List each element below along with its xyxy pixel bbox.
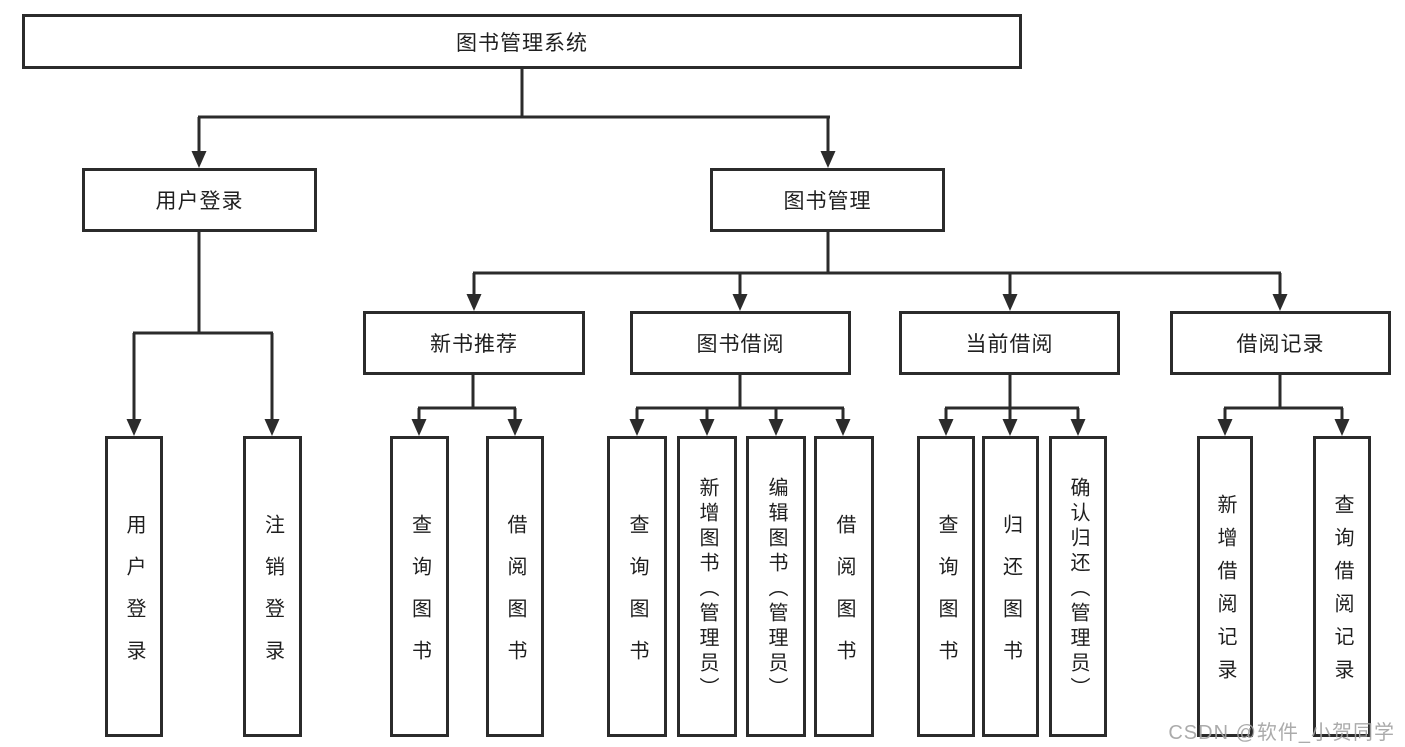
leaf-user-login: 用户登录 xyxy=(105,436,163,737)
node-new-book-recommend: 新书推荐 xyxy=(363,311,585,375)
leaf-current-return-book-label: 归还图书 xyxy=(999,513,1022,682)
leaf-current-query-book: 查询图书 xyxy=(917,436,975,737)
leaf-records-query-record-label: 查询借阅记录 xyxy=(1331,494,1353,692)
root-node-label: 图书管理系统 xyxy=(456,31,588,55)
leaf-borrow-add-book: 新增图书（管理员） xyxy=(677,436,737,737)
leaf-borrow-edit-book: 编辑图书（管理员） xyxy=(746,436,806,737)
node-new-book-recommend-label: 新书推荐 xyxy=(430,333,518,356)
node-user-login-label: 用户登录 xyxy=(155,190,244,213)
leaf-borrow-borrow-book: 借阅图书 xyxy=(814,436,874,737)
node-borrowing-records: 借阅记录 xyxy=(1170,311,1391,375)
leaf-borrow-borrow-book-label: 借阅图书 xyxy=(833,513,855,682)
leaf-borrow-edit-book-label: 编辑图书（管理员） xyxy=(765,476,787,702)
leaf-current-confirm-return: 确认归还（管理员） xyxy=(1049,436,1107,737)
leaf-records-add-record-label: 新增借阅记录 xyxy=(1214,494,1236,692)
leaf-current-query-book-label: 查询图书 xyxy=(935,513,957,682)
node-current-borrowing: 当前借阅 xyxy=(899,311,1120,375)
leaf-rec-borrow-book: 借阅图书 xyxy=(486,436,544,737)
leaf-borrow-query-book: 查询图书 xyxy=(607,436,667,737)
node-book-management-label: 图书管理 xyxy=(783,190,872,213)
leaf-user-login-label: 用户登录 xyxy=(123,513,145,682)
leaf-borrow-query-book-label: 查询图书 xyxy=(626,513,648,682)
leaf-rec-query-book: 查询图书 xyxy=(390,436,449,737)
leaf-current-confirm-return-label: 确认归还（管理员） xyxy=(1067,476,1089,702)
node-book-management: 图书管理 xyxy=(710,168,945,232)
node-book-borrowing-label: 图书借阅 xyxy=(696,333,785,356)
leaf-logout: 注销登录 xyxy=(243,436,302,737)
watermark: CSDN @软件_小贺同学 xyxy=(1168,722,1395,744)
node-borrowing-records-label: 借阅记录 xyxy=(1236,333,1325,356)
leaf-rec-query-book-label: 查询图书 xyxy=(408,513,431,682)
node-current-borrowing-label: 当前借阅 xyxy=(965,333,1054,356)
root-node: 图书管理系统 xyxy=(22,14,1022,69)
leaf-borrow-add-book-label: 新增图书（管理员） xyxy=(696,476,718,702)
leaf-records-add-record: 新增借阅记录 xyxy=(1197,436,1253,737)
node-user-login: 用户登录 xyxy=(82,168,317,232)
leaf-logout-label: 注销登录 xyxy=(261,513,284,682)
leaf-records-query-record: 查询借阅记录 xyxy=(1313,436,1371,737)
leaf-rec-borrow-book-label: 借阅图书 xyxy=(504,513,526,682)
leaf-current-return-book: 归还图书 xyxy=(982,436,1039,737)
node-book-borrowing: 图书借阅 xyxy=(630,311,851,375)
